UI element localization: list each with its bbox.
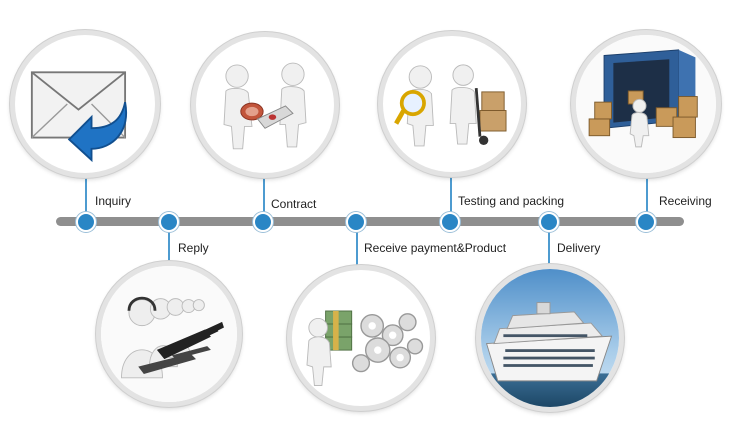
step-image-reply	[96, 261, 242, 407]
step-label-contract: Contract	[271, 197, 317, 211]
money-gears-icon	[306, 310, 424, 386]
step-image-testing	[378, 31, 526, 177]
timeline-node-inquiry	[76, 212, 96, 232]
handshake-contract-icon	[223, 62, 307, 150]
container-boxes-icon	[576, 35, 716, 173]
step-image-delivery	[476, 264, 624, 412]
step-label-testing: Testing and packing	[458, 194, 565, 208]
step-label-inquiry: Inquiry	[95, 194, 132, 208]
step-label-payment: Receive payment&Product	[364, 241, 507, 255]
connector-contract	[263, 170, 265, 221]
cruise-ship-icon	[481, 269, 619, 407]
step-label-reply: Reply	[178, 241, 209, 255]
timeline-node-contract	[253, 212, 273, 232]
step-image-payment	[287, 265, 435, 411]
step-label-receiving: Receiving	[659, 194, 712, 208]
connector-inquiry	[85, 165, 87, 221]
connector-delivery	[548, 222, 550, 268]
magnifier-box-icon	[394, 64, 507, 147]
connector-reply	[168, 222, 170, 266]
timeline-node-receiving	[636, 212, 656, 232]
timeline-node-reply	[159, 212, 179, 232]
timeline-node-payment	[346, 212, 366, 232]
step-image-contract	[191, 32, 339, 178]
step-image-inquiry	[10, 30, 160, 178]
timeline-node-delivery	[539, 212, 559, 232]
connector-testing	[450, 168, 452, 221]
envelope-reply-icon	[30, 71, 128, 163]
connector-receiving	[646, 168, 648, 221]
step-label-delivery: Delivery	[557, 241, 601, 255]
timeline-node-testing	[440, 212, 460, 232]
call-center-icon	[101, 266, 237, 402]
connector-payment	[356, 222, 358, 268]
step-image-receiving	[571, 30, 721, 178]
timeline-bar	[56, 217, 684, 226]
